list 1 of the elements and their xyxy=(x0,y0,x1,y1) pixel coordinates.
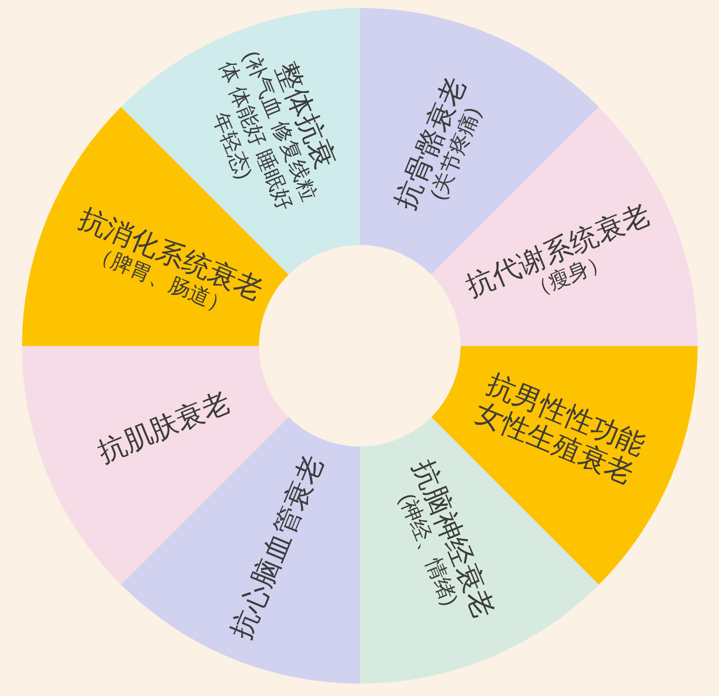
segment-title: 抗男性性功能女性生殖衰老 xyxy=(469,366,650,491)
